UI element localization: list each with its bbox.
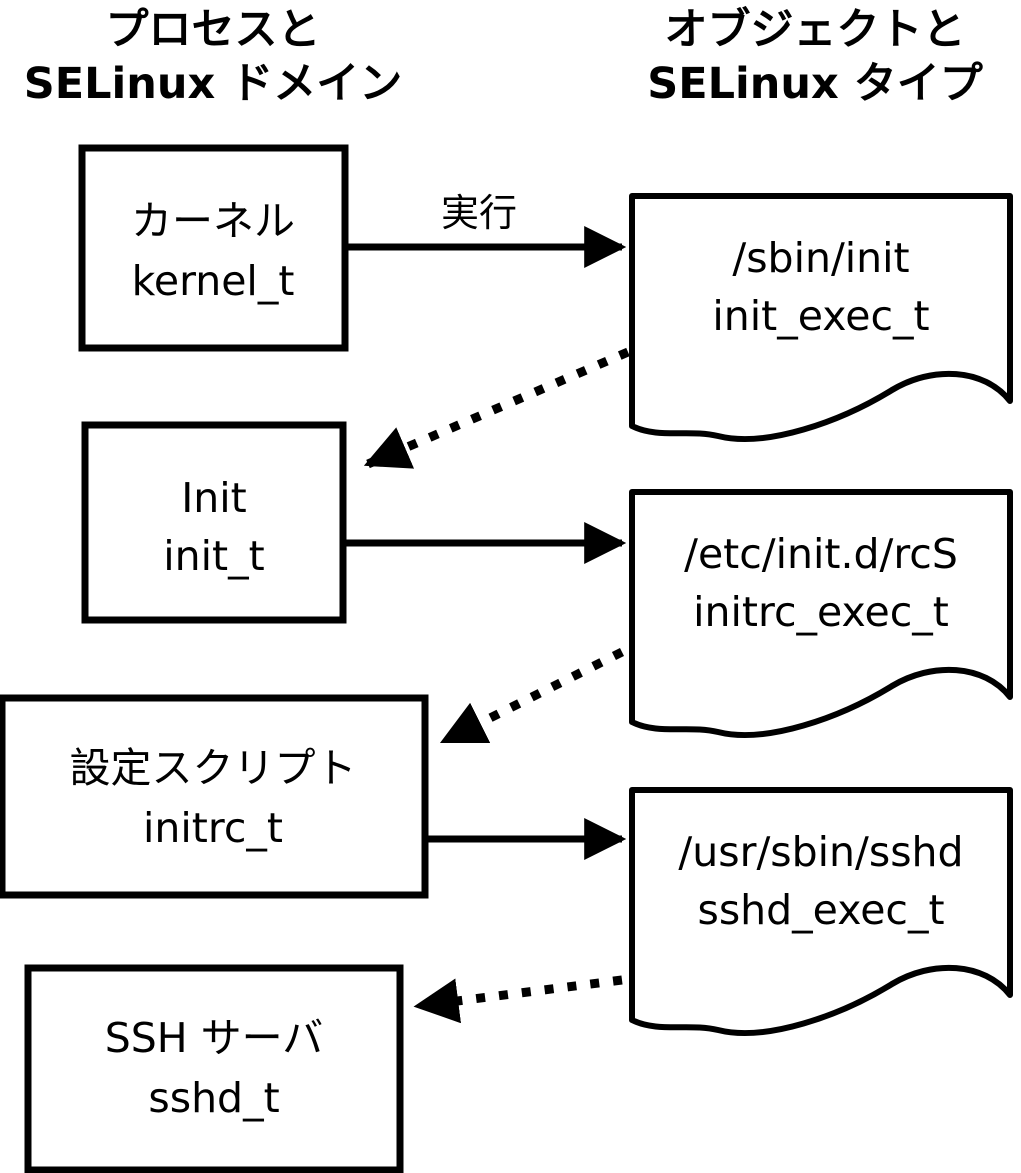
- object-doc-usr-sbin-sshd: /usr/sbin/sshd sshd_exec_t: [632, 790, 1010, 1033]
- process-sshd-domain: sshd_t: [148, 1074, 279, 1122]
- process-box-kernel-rect: [78, 144, 349, 352]
- column-header-objects: オブジェクトと SELinux タイプ: [647, 5, 982, 109]
- header-processes-line1: プロセスと: [106, 5, 321, 55]
- process-initrc-domain: initrc_t: [143, 804, 283, 852]
- object-doc-sbin-init: /sbin/init init_exec_t: [632, 196, 1010, 439]
- process-box-kernel: カーネル kernel_t: [78, 144, 349, 352]
- header-objects-line1: オブジェクトと: [665, 5, 966, 55]
- process-box-init-rect: [81, 421, 347, 624]
- object-etc-initd-rcs-type: initrc_exec_t: [693, 588, 949, 636]
- transition-arrow-sshd-exec-to-sshd: [413, 975, 623, 1024]
- transition-arrow-init-exec-to-init: [363, 347, 630, 469]
- object-usr-sbin-sshd-type: sshd_exec_t: [697, 886, 944, 934]
- process-sshd-label: SSH サーバ: [105, 1014, 324, 1062]
- object-doc-etc-initd-rcs: /etc/init.d/rcS initrc_exec_t: [632, 492, 1010, 735]
- header-objects-line2: SELinux タイプ: [647, 59, 982, 109]
- header-processes-line2: SELinux ドメイン: [24, 59, 402, 109]
- process-init-domain: init_t: [163, 532, 264, 580]
- object-etc-initd-rcs-path: /etc/init.d/rcS: [684, 530, 958, 578]
- process-kernel-domain: kernel_t: [132, 257, 295, 305]
- process-initrc-label: 設定スクリプト: [70, 744, 357, 792]
- object-sbin-init-type: init_exec_t: [712, 292, 929, 340]
- transition-arrow-initrc-exec-to-initrc: [439, 647, 625, 746]
- process-box-sshd: SSH サーバ sshd_t: [24, 964, 404, 1173]
- object-usr-sbin-sshd-path: /usr/sbin/sshd: [678, 828, 963, 876]
- process-box-sshd-rect: [24, 964, 404, 1173]
- execute-label: 実行: [441, 191, 517, 235]
- column-header-processes: プロセスと SELinux ドメイン: [24, 5, 402, 109]
- object-sbin-init-path: /sbin/init: [732, 234, 909, 282]
- process-box-initrc-rect: [0, 694, 429, 899]
- process-box-initrc: 設定スクリプト initrc_t: [0, 694, 429, 899]
- process-init-label: Init: [181, 474, 247, 522]
- process-box-init: Init init_t: [81, 421, 347, 624]
- process-kernel-label: カーネル: [131, 197, 295, 245]
